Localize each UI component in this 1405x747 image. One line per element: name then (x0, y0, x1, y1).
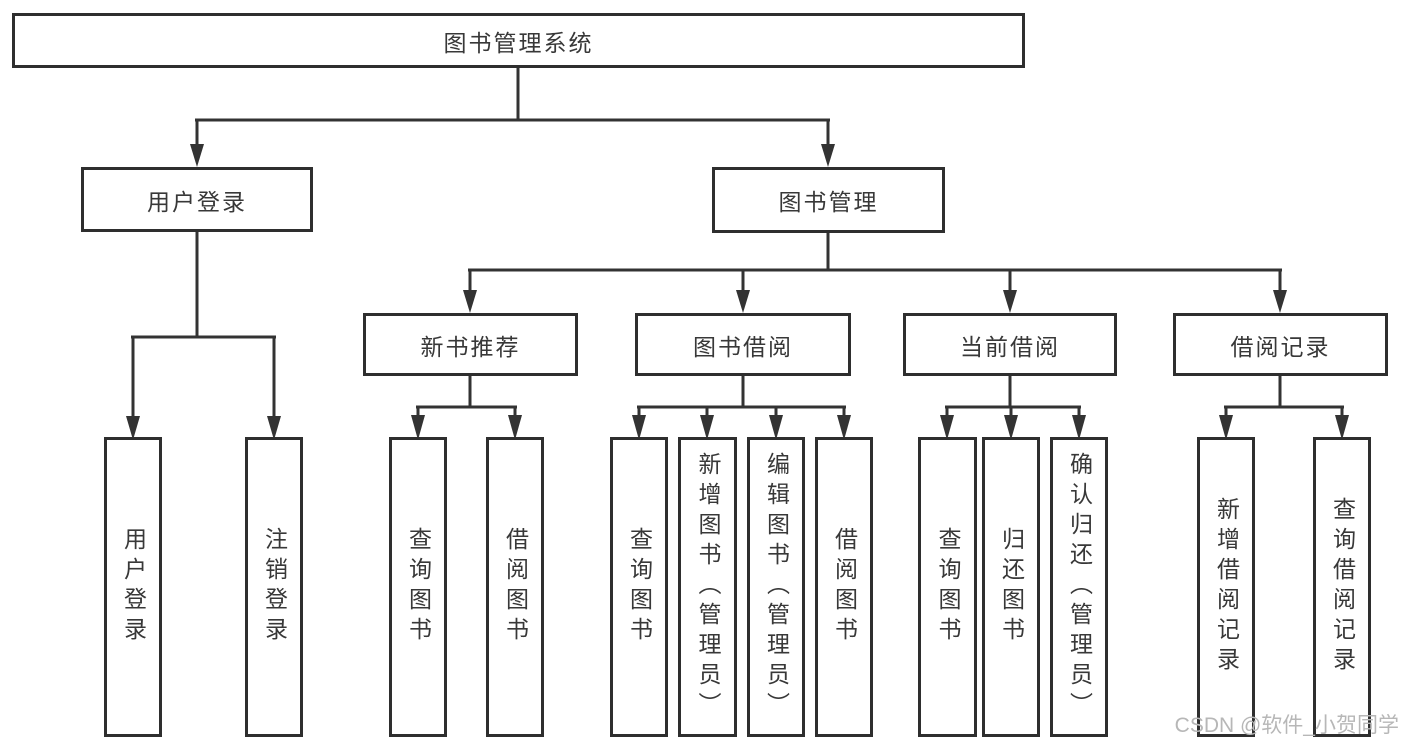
leaf-return-book: 归还图书 (982, 437, 1040, 737)
node-label: 查询图书 (405, 527, 432, 647)
node-user-login: 用户登录 (81, 167, 313, 232)
leaf-query-book-current: 查询图书 (918, 437, 977, 737)
leaf-query-borrow-record: 查询借阅记录 (1313, 437, 1371, 737)
leaf-query-book-borrow: 查询图书 (610, 437, 668, 737)
node-label: 新增借阅记录 (1213, 497, 1240, 677)
node-book-management: 图书管理 (712, 167, 945, 233)
leaf-edit-book-admin: 编辑图书（管理员） (747, 437, 805, 737)
node-label: 查询图书 (626, 527, 653, 647)
csdn-watermark: CSDN @软件_小贺同学 (1174, 714, 1399, 737)
node-new-book-recommend: 新书推荐 (363, 313, 578, 376)
node-label: 查询借阅记录 (1329, 497, 1356, 677)
leaf-logout: 注销登录 (245, 437, 303, 737)
node-borrow-records: 借阅记录 (1173, 313, 1388, 376)
leaf-query-book-recommend: 查询图书 (389, 437, 447, 737)
leaf-add-borrow-record: 新增借阅记录 (1197, 437, 1255, 737)
node-label: 归还图书 (998, 527, 1025, 647)
node-label: 新增图书（管理员） (695, 452, 721, 722)
node-label: 编辑图书（管理员） (763, 452, 790, 722)
node-label: 当前借阅 (960, 333, 1060, 360)
node-label: 图书管理系统 (443, 29, 594, 56)
leaf-confirm-return-admin: 确认归还（管理员） (1050, 437, 1108, 737)
node-label: 图书借阅 (693, 333, 793, 360)
node-label: 查询图书 (935, 527, 961, 647)
node-current-borrow: 当前借阅 (903, 313, 1117, 376)
node-label: 注销登录 (261, 527, 288, 647)
leaf-add-book-admin: 新增图书（管理员） (678, 437, 737, 737)
leaf-borrow-book: 借阅图书 (815, 437, 873, 737)
node-label: 借阅图书 (831, 527, 858, 647)
leaf-borrow-book-recommend: 借阅图书 (486, 437, 544, 737)
node-label: 用户登录 (120, 527, 147, 647)
node-label: 借阅记录 (1230, 333, 1331, 360)
node-root-library-system: 图书管理系统 (12, 13, 1025, 68)
leaf-user-login: 用户登录 (104, 437, 162, 737)
node-label: 借阅图书 (502, 527, 529, 647)
node-label: 用户登录 (147, 188, 247, 215)
node-label: 确认归还（管理员） (1066, 452, 1093, 722)
node-label: 新书推荐 (420, 333, 521, 360)
node-book-borrow: 图书借阅 (635, 313, 851, 376)
node-label: 图书管理 (778, 189, 879, 215)
